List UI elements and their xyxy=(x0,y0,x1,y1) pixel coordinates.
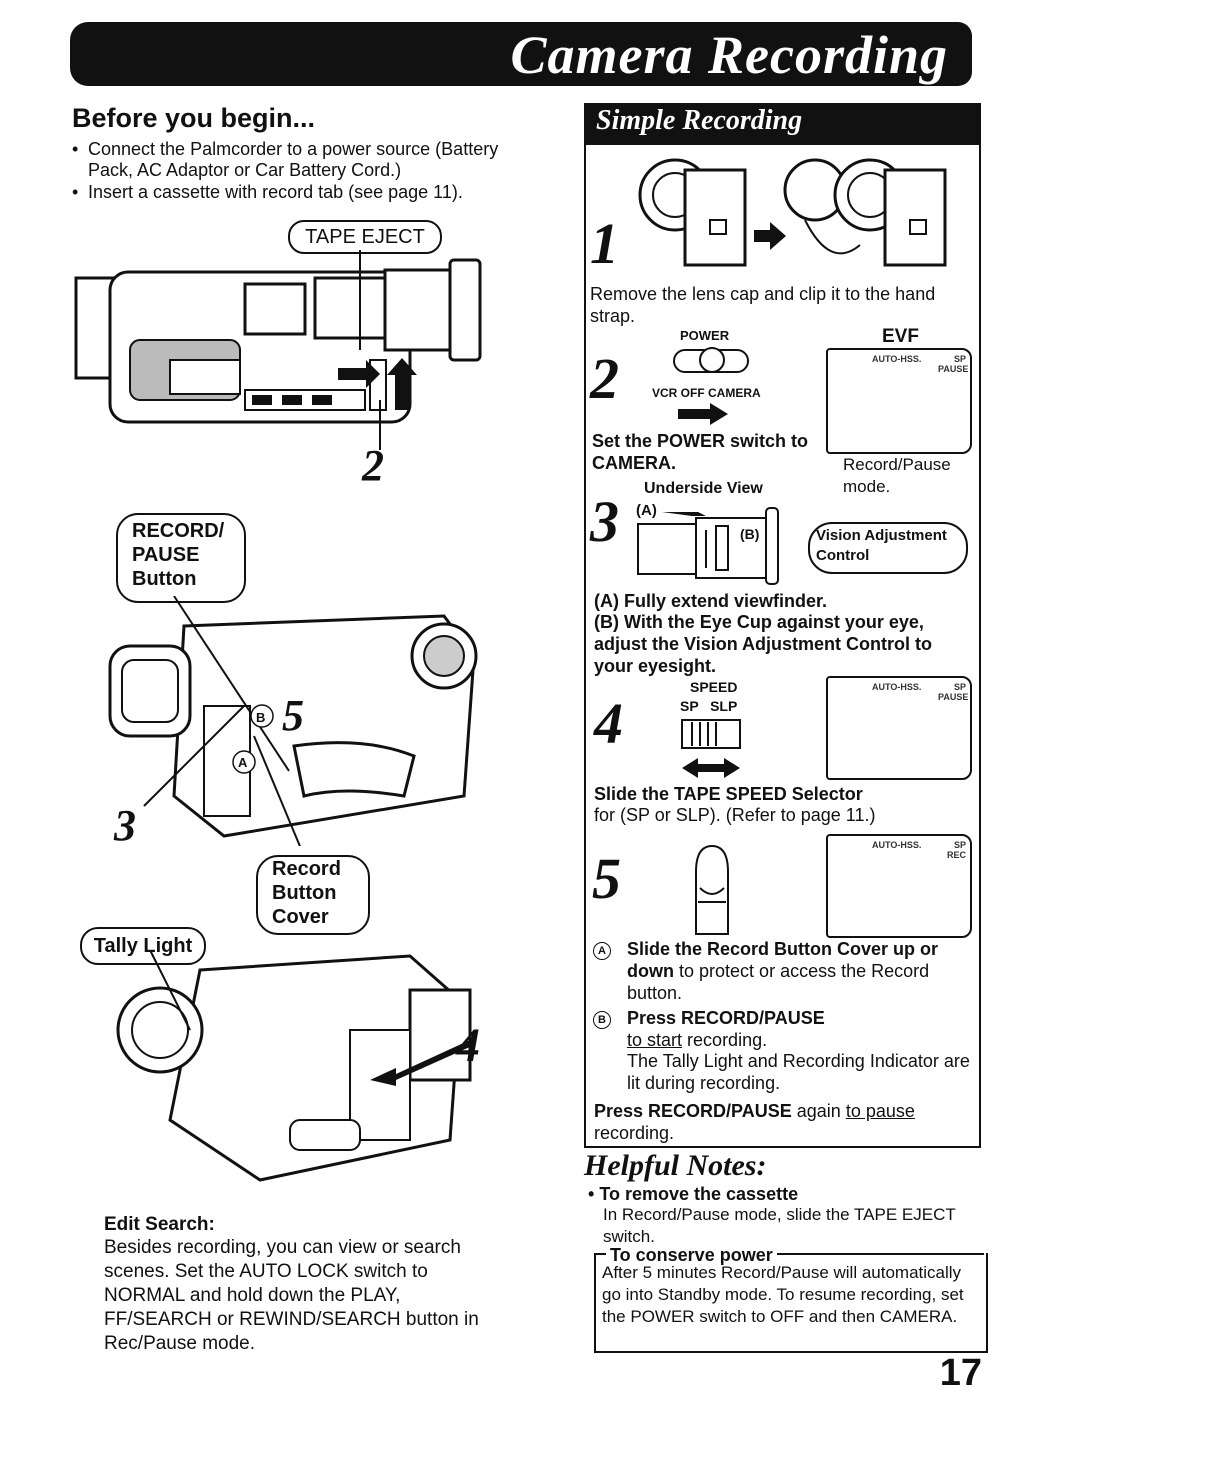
power-label: POWER xyxy=(680,328,730,343)
step-1-number: 1 xyxy=(590,211,619,276)
simple-recording-title: Simple Recording xyxy=(596,105,803,136)
before-bullet-2: • Insert a cassette with record tab (see… xyxy=(72,182,463,202)
evf-status-text: SP REC xyxy=(946,840,966,860)
evf-status-text: SP PAUSE xyxy=(938,682,969,702)
before-bullet-1: • Connect the Palmcorder to a power sour… xyxy=(72,139,499,180)
evf-label: EVF xyxy=(882,326,919,347)
underside-view-label: Underside View xyxy=(644,480,763,497)
figure-number-3: 3 xyxy=(114,801,136,850)
edit-search-heading: Edit Search: xyxy=(104,1214,215,1235)
record-button-cover-callout: Record Button Cover xyxy=(256,855,370,935)
right-arrow-icon xyxy=(678,403,728,425)
step-3-text-b: (B) With the Eye Cup against your eye, a… xyxy=(594,612,933,676)
figure-number-5: 5 xyxy=(282,691,304,740)
vision-adjustment-callout: Vision Adjustment Control xyxy=(808,522,968,574)
evf-screen-step4: AUTO-HSS. SP PAUSE xyxy=(826,676,972,780)
remove-cassette-text: In Record/Pause mode, slide the TAPE EJE… xyxy=(603,1205,956,1246)
camcorder-front-illustration xyxy=(116,950,472,1182)
conserve-power-heading: To conserve power xyxy=(606,1244,777,1266)
step-3-text-a: (A) Fully extend viewfinder. xyxy=(594,591,828,611)
step-4-text-bold: Slide the TAPE SPEED Selector xyxy=(594,784,863,804)
remove-cassette-heading: • To remove the cassette xyxy=(588,1184,799,1204)
page-number: 17 xyxy=(939,1352,982,1394)
conserve-power-box xyxy=(594,1253,988,1353)
evf-mode-text: AUTO-HSS. xyxy=(872,354,922,364)
tally-light-callout: Tally Light xyxy=(80,927,206,965)
step-3-number: 3 xyxy=(590,489,619,554)
viewfinder-illustration xyxy=(637,507,779,585)
evf-mode-text: AUTO-HSS. xyxy=(872,840,922,850)
marker-b-circle: B xyxy=(593,1011,611,1029)
tape-eject-callout: TAPE EJECT xyxy=(288,220,442,254)
speed-selector-icon xyxy=(681,719,741,778)
speed-options: SP SLP xyxy=(680,698,738,714)
step-5-b-bold: Press RECORD/PAUSE xyxy=(627,1008,825,1028)
marker-a-circle: A xyxy=(593,942,611,960)
camcorder-rear-illustration xyxy=(108,596,478,846)
record-pause-callout: RECORD/ PAUSE Button xyxy=(116,513,246,603)
page-title: Camera Recording xyxy=(510,25,948,85)
conserve-power-text: After 5 minutes Record/Pause will automa… xyxy=(602,1263,964,1326)
figure-number-2: 2 xyxy=(362,441,384,490)
speed-label: SPEED xyxy=(690,679,738,695)
switch-labels: VCR OFF CAMERA xyxy=(652,386,761,400)
before-heading: Before you begin... xyxy=(72,103,316,133)
step-1-text: Remove the lens cap and clip it to the h… xyxy=(590,284,936,326)
marker-b: B xyxy=(256,710,266,725)
camcorder-side-illustration xyxy=(74,250,482,450)
edit-search-body: Besides recording, you can view or searc… xyxy=(104,1237,479,1354)
step-5-number: 5 xyxy=(592,846,621,911)
lens-cap-illustration xyxy=(638,158,947,267)
power-switch-icon xyxy=(673,347,749,373)
evf-screen-step2: AUTO-HSS. SP PAUSE xyxy=(826,348,972,454)
label-a: (A) xyxy=(636,502,657,519)
evf-screen-step5: AUTO-HSS. SP REC xyxy=(826,834,972,938)
step-5-b-text: to start recording. xyxy=(627,1030,768,1050)
conserve-divider xyxy=(594,1253,984,1255)
marker-a: A xyxy=(238,755,248,770)
evf-mode-text: AUTO-HSS. xyxy=(872,682,922,692)
step-5-b-text2: The Tally Light and Recording Indicator … xyxy=(627,1051,970,1093)
helpful-notes-title: Helpful Notes: xyxy=(584,1149,767,1182)
step-2-number: 2 xyxy=(590,346,619,411)
label-b: (B) xyxy=(740,526,760,542)
record-button-cover-icon xyxy=(695,844,729,935)
evf-caption: Record/Pause mode. xyxy=(843,455,951,496)
step-4-text: for (SP or SLP). (Refer to page 11.) xyxy=(594,805,876,825)
step-5-final: Press RECORD/PAUSE again to pause record… xyxy=(594,1101,915,1143)
evf-status-text: SP PAUSE xyxy=(938,354,969,374)
figure-number-4: 4 xyxy=(456,1019,480,1072)
simple-recording-header: Simple Recording xyxy=(584,103,979,145)
step-2-text: Set the POWER switch to CAMERA. xyxy=(592,431,809,473)
step-5-a-text: Slide the Record Button Cover up or down… xyxy=(627,939,939,1003)
step-4-number: 4 xyxy=(594,691,623,756)
title-banner: Camera Recording xyxy=(70,22,972,86)
